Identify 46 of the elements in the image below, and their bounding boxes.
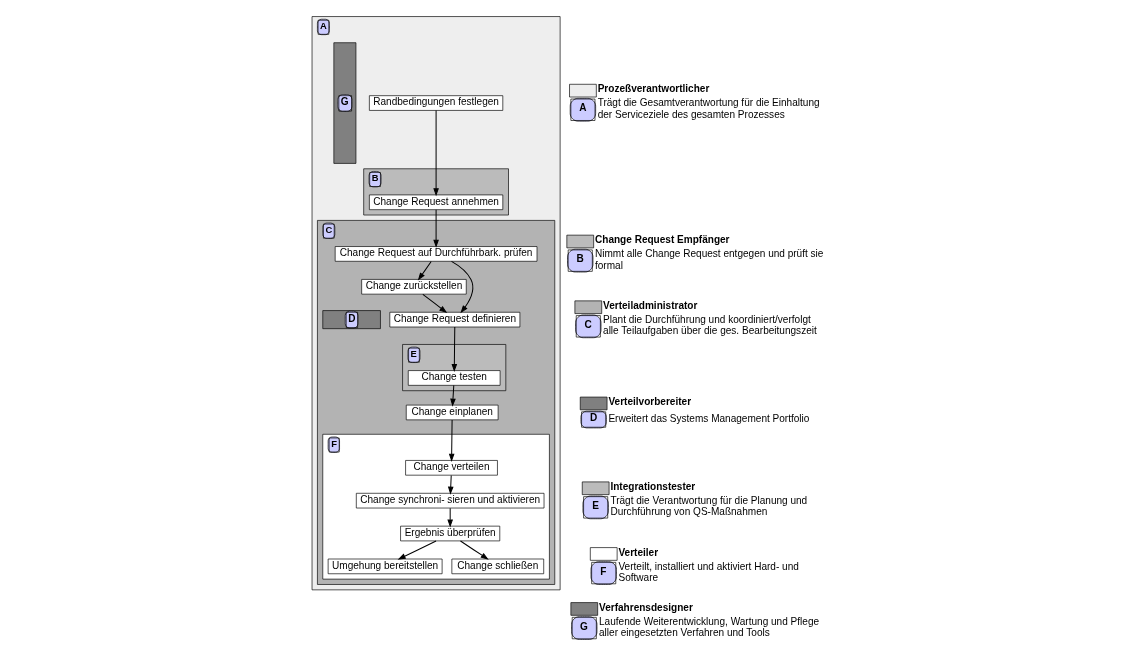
label: F <box>599 565 606 577</box>
arrow <box>450 260 473 314</box>
label: B <box>576 253 584 265</box>
legend-label: Verteiladministrator <box>602 299 697 311</box>
arrow <box>417 261 432 281</box>
arrow <box>448 419 454 462</box>
arrow <box>459 540 489 560</box>
node-box: Change schließen <box>451 558 544 575</box>
node-box: Change einplanen <box>405 404 498 421</box>
legend-label: Prozeßverantwortlicher <box>597 83 709 95</box>
label: D <box>589 412 597 424</box>
legend-label: Change Request Empfänger <box>594 234 730 246</box>
arrow <box>421 293 447 314</box>
label: Trägt die Verantwortung für die Planung und Durchführung von QS-Maßnahmen <box>609 495 807 518</box>
arrow <box>447 474 454 495</box>
node-box: Ergebnis überprüfen <box>399 525 500 542</box>
arrow <box>449 384 456 407</box>
label: Plant die Durchführung und koordiniert/verfolgt alle Teilaufgaben über die ges. Bearbeitungszeit <box>602 313 817 337</box>
arrow <box>432 209 439 248</box>
node-box: Umgehung bereitstellen <box>327 558 442 575</box>
node-box: G <box>333 42 356 164</box>
arrow <box>446 507 453 528</box>
label: Trägt die Gesamtverantwortung für die Einhaltung der Serviceziele des gesamten Prozesses <box>597 97 820 120</box>
label: C <box>584 319 592 331</box>
arrow <box>451 326 457 373</box>
label: Laufende Weiterentwicklung, Wartung und Pflege aller eingesetzten Verfahren und Tools <box>598 615 819 639</box>
legend-label: Verteiler <box>617 546 658 558</box>
label: A <box>578 102 587 114</box>
label: Verteilt, installiert und aktiviert Hard- und Software <box>617 560 799 584</box>
arrow <box>397 540 437 560</box>
label: Nimmt alle Change Request entgegen und prüft sie formal <box>594 248 823 271</box>
legend-label: Verfahrensdesigner <box>598 601 693 613</box>
node-box: Change verteilen <box>404 460 498 476</box>
label: E <box>591 500 599 512</box>
node-box: Change Request auf Durchführbark. prüfen <box>334 246 537 262</box>
legend-label: Verteilvorbereiter <box>607 396 691 408</box>
node-box: Change testen <box>407 370 500 386</box>
node-box: Change zurückstellen <box>360 279 467 295</box>
node-box: Randbedingungen festlegen <box>368 95 503 111</box>
arrow <box>432 109 439 197</box>
label: Erweitert das Systems Management Portfolio <box>607 412 809 424</box>
label: G <box>579 620 588 632</box>
legend-label: Integrationstester <box>609 480 695 492</box>
node-box: Change synchroni- sieren und aktivieren <box>355 492 544 509</box>
node-box: Change Request annehmen <box>368 194 503 210</box>
node-box: Change Request definieren <box>389 311 520 328</box>
